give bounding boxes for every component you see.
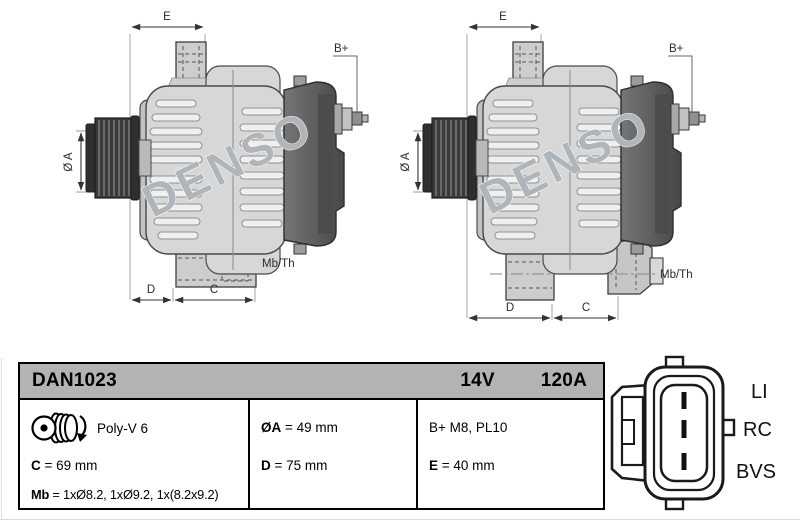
d-label: D: [261, 458, 271, 473]
vent-slots-front: [486, 99, 540, 240]
voltage: 14V: [460, 370, 495, 391]
amperage: 120A: [540, 370, 587, 391]
mbth-label: Mb/Th: [262, 258, 295, 270]
oa-label: ØA: [261, 420, 282, 435]
mb-value: = 1xØ8.2, 1xØ9.2, 1x(8.2x9.2): [49, 487, 219, 502]
connector-diagram: LI RC BVS: [610, 355, 776, 511]
mount-bores-row: Mb = 1xØ8.2, 1xØ9.2, 1x(8.2x9.2): [31, 487, 219, 502]
dimension-c-row: C = 69 mm: [31, 458, 97, 473]
pulley: [85, 115, 152, 201]
part-number: DAN1023: [32, 370, 117, 391]
e-label: E: [429, 458, 439, 473]
bplus-label: B+: [334, 43, 349, 55]
spec-col-terminal: B+ M8, PL10 E = 40 mm: [418, 400, 603, 508]
dimension-d: D: [468, 302, 551, 322]
connector-latch: [610, 383, 652, 483]
c-value: = 69 mm: [40, 458, 98, 473]
oa-value: = 49 mm: [281, 420, 338, 435]
connector-label-bvs: BVS: [736, 461, 776, 483]
dim-diameter-a-label: Ø A: [400, 152, 412, 172]
vent-slots-front: [149, 99, 203, 240]
spec-col-dimensions: ØA = 49 mm D = 75 mm: [250, 400, 418, 508]
dim-diameter-a-label: Ø A: [63, 152, 75, 172]
dim-d-label: D: [147, 284, 155, 296]
spec-table: DAN1023 14V 120A Poly-V 6 C = 69 mm: [18, 362, 605, 510]
dim-d-label: D: [506, 302, 514, 314]
dimension-e: E: [131, 11, 204, 31]
dimension-oa-row: ØA = 49 mm: [261, 420, 338, 435]
dimension-diameter-a: Ø A: [63, 132, 85, 191]
pulley-type-label: Poly-V 6: [97, 420, 149, 436]
dimension-c: C: [553, 302, 617, 322]
vent-slots-rear: [239, 107, 285, 228]
bplus-value: B+ M8, PL10: [429, 420, 508, 435]
connector-housing: [643, 365, 725, 501]
dimension-e: E: [468, 11, 540, 31]
mbth-label: Mb/Th: [660, 269, 693, 281]
dim-e-label: E: [499, 11, 507, 23]
connector-pin-rc: [681, 420, 687, 438]
alternator-drawing-left: DENSO E Ø A D C B+ Mb/Th: [63, 11, 369, 304]
pulley-spec-row: Poly-V 6: [31, 408, 148, 448]
dim-c-label: C: [582, 302, 590, 314]
page-frame-bottom: [0, 519, 800, 520]
dimension-e-row: E = 40 mm: [429, 458, 495, 473]
alternator-drawing-right: DENSO E Ø A D C B+ Mb/Th: [400, 11, 706, 322]
spec-col-pulley: Poly-V 6 C = 69 mm Mb = 1xØ8.2, 1xØ9.2, …: [20, 400, 250, 508]
pulley-icon: [31, 412, 87, 444]
bplus-terminal: [670, 103, 706, 135]
dimension-c: C: [174, 284, 254, 304]
bplus-callout: B+: [333, 43, 358, 114]
dim-c-label: C: [210, 284, 218, 296]
alternator-drawings: DENSO E Ø A D C B+ Mb/Th: [63, 11, 706, 322]
connector-label-rc: RC: [743, 419, 772, 441]
dim-e-label: E: [163, 11, 171, 23]
connector-pins: [681, 392, 687, 470]
spec-table-body: Poly-V 6 C = 69 mm Mb = 1xØ8.2, 1xØ9.2, …: [20, 400, 603, 508]
bplus-terminal: [333, 103, 369, 135]
rear-cover: [620, 75, 682, 255]
dimension-d-row: D = 75 mm: [261, 458, 327, 473]
bplus-callout: B+: [668, 43, 693, 112]
c-label: C: [31, 458, 41, 473]
dimension-d: D: [131, 284, 172, 304]
bottom-lug-front: [505, 249, 555, 301]
pulley: [422, 115, 489, 201]
bplus-label: B+: [669, 43, 684, 55]
connector-pin-bvs: [681, 453, 687, 470]
alternator-body: [476, 65, 624, 275]
mb-label: Mb: [31, 487, 50, 502]
rear-cover: [283, 75, 345, 255]
connector-pin-li: [681, 392, 687, 409]
spec-table-header: DAN1023 14V 120A: [20, 364, 603, 400]
dimension-diameter-a: Ø A: [400, 132, 422, 191]
bplus-spec-row: B+ M8, PL10: [429, 420, 507, 435]
e-value: = 40 mm: [438, 458, 495, 473]
d-value: = 75 mm: [270, 458, 328, 473]
alternator-body: [139, 65, 287, 275]
page-frame-left: [1, 358, 2, 520]
connector-label-li: LI: [751, 381, 768, 403]
